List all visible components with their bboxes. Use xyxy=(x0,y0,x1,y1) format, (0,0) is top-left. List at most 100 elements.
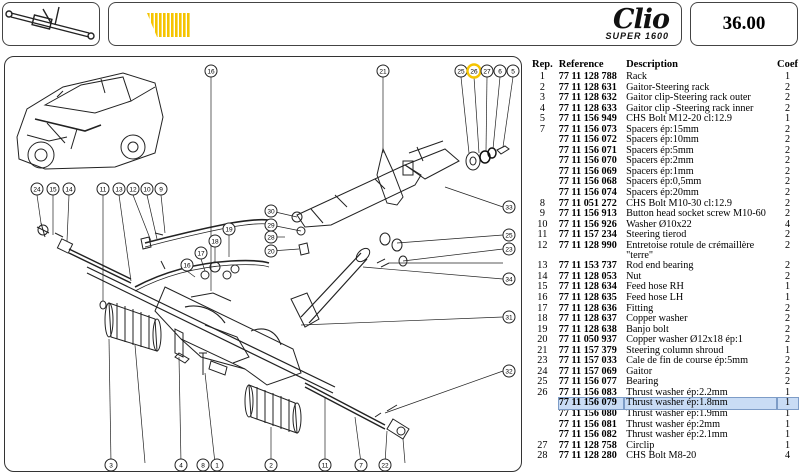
svg-text:28: 28 xyxy=(267,235,275,242)
callout-16-mid[interactable]: 16 xyxy=(180,258,194,272)
cell-description: Gaitor clip-Steering rack outer xyxy=(626,92,751,104)
callout-31[interactable]: 31 xyxy=(502,310,516,324)
callout-2[interactable]: 2 xyxy=(264,458,278,471)
cell-coef: 2 xyxy=(784,155,791,167)
callout-10[interactable]: 10 xyxy=(140,182,154,196)
callout-29[interactable]: 29 xyxy=(264,218,278,232)
cell-reference: 77 11 128 638 xyxy=(558,323,617,335)
callout-32[interactable]: 32 xyxy=(502,364,516,378)
cell-description: Washer Ø10x22 xyxy=(626,218,692,230)
svg-text:13: 13 xyxy=(115,187,123,194)
cell-coef: 2 xyxy=(784,176,791,188)
callout-14[interactable]: 14 xyxy=(62,182,76,196)
svg-text:6: 6 xyxy=(498,69,502,76)
callout-6-top[interactable]: 6 xyxy=(493,64,507,78)
cell-reference: 77 11 156 071 xyxy=(558,144,617,156)
callout-28[interactable]: 28 xyxy=(264,230,278,244)
cell-coef: 1 xyxy=(784,291,791,303)
cell-reference: 77 11 156 083 xyxy=(558,386,617,398)
callout-15[interactable]: 15 xyxy=(46,182,60,196)
callout-24[interactable]: 24 xyxy=(30,182,44,196)
cell-description: Feed hose RH xyxy=(626,281,684,293)
cell-rep: 24 xyxy=(537,365,548,377)
callout-9[interactable]: 9 xyxy=(154,182,168,196)
svg-text:15: 15 xyxy=(49,187,57,194)
callout-20[interactable]: 20 xyxy=(264,244,278,258)
cell-reference: 77 11 157 069 xyxy=(558,365,617,377)
svg-text:32: 32 xyxy=(505,369,513,376)
gaitor-left-icon xyxy=(104,302,162,352)
table-header-row: Rep. Reference Description Coef xyxy=(526,58,798,72)
callout-27-top[interactable]: 27 xyxy=(480,64,494,78)
callout-3[interactable]: 3 xyxy=(104,458,118,471)
callout-11-bottom[interactable]: 11 xyxy=(318,458,332,471)
callout-25-top[interactable]: 25 xyxy=(454,64,468,78)
callout-21[interactable]: 21 xyxy=(376,64,390,78)
cell-rep: 4 xyxy=(539,102,545,114)
callout-22[interactable]: 22 xyxy=(378,458,392,471)
callout-33[interactable]: 33 xyxy=(502,200,516,214)
cell-description: Steering tierod xyxy=(626,229,687,241)
cell-description: Gaitor clip -Steering rack inner xyxy=(626,102,754,114)
callout-13[interactable]: 13 xyxy=(112,182,126,196)
svg-text:2: 2 xyxy=(269,463,273,470)
callout-16[interactable]: 16 xyxy=(204,64,218,78)
cell-coef: 4 xyxy=(784,218,791,230)
callout-26-top[interactable]: 26 xyxy=(466,63,482,79)
callout-11[interactable]: 11 xyxy=(96,182,110,196)
callout-1[interactable]: 1 xyxy=(210,458,224,471)
cell-rep: 25 xyxy=(537,376,548,388)
callout-23[interactable]: 23 xyxy=(502,242,516,256)
callout-7[interactable]: 7 xyxy=(354,458,368,471)
callout-12[interactable]: 12 xyxy=(126,182,140,196)
callout-34[interactable]: 34 xyxy=(502,272,516,286)
callout-5-top[interactable]: 5 xyxy=(506,64,520,78)
callout-19[interactable]: 19 xyxy=(222,222,236,236)
callout-17[interactable]: 17 xyxy=(194,246,208,260)
callout-4[interactable]: 4 xyxy=(174,458,188,471)
callout-30[interactable]: 30 xyxy=(264,204,278,218)
cell-rep: 28 xyxy=(537,450,548,462)
section-thumbnail[interactable] xyxy=(2,2,100,46)
callout-25[interactable]: 25 xyxy=(502,228,516,242)
svg-text:26: 26 xyxy=(470,69,478,76)
callout-8[interactable]: 8 xyxy=(196,458,210,471)
callout-18[interactable]: 18 xyxy=(208,234,222,248)
